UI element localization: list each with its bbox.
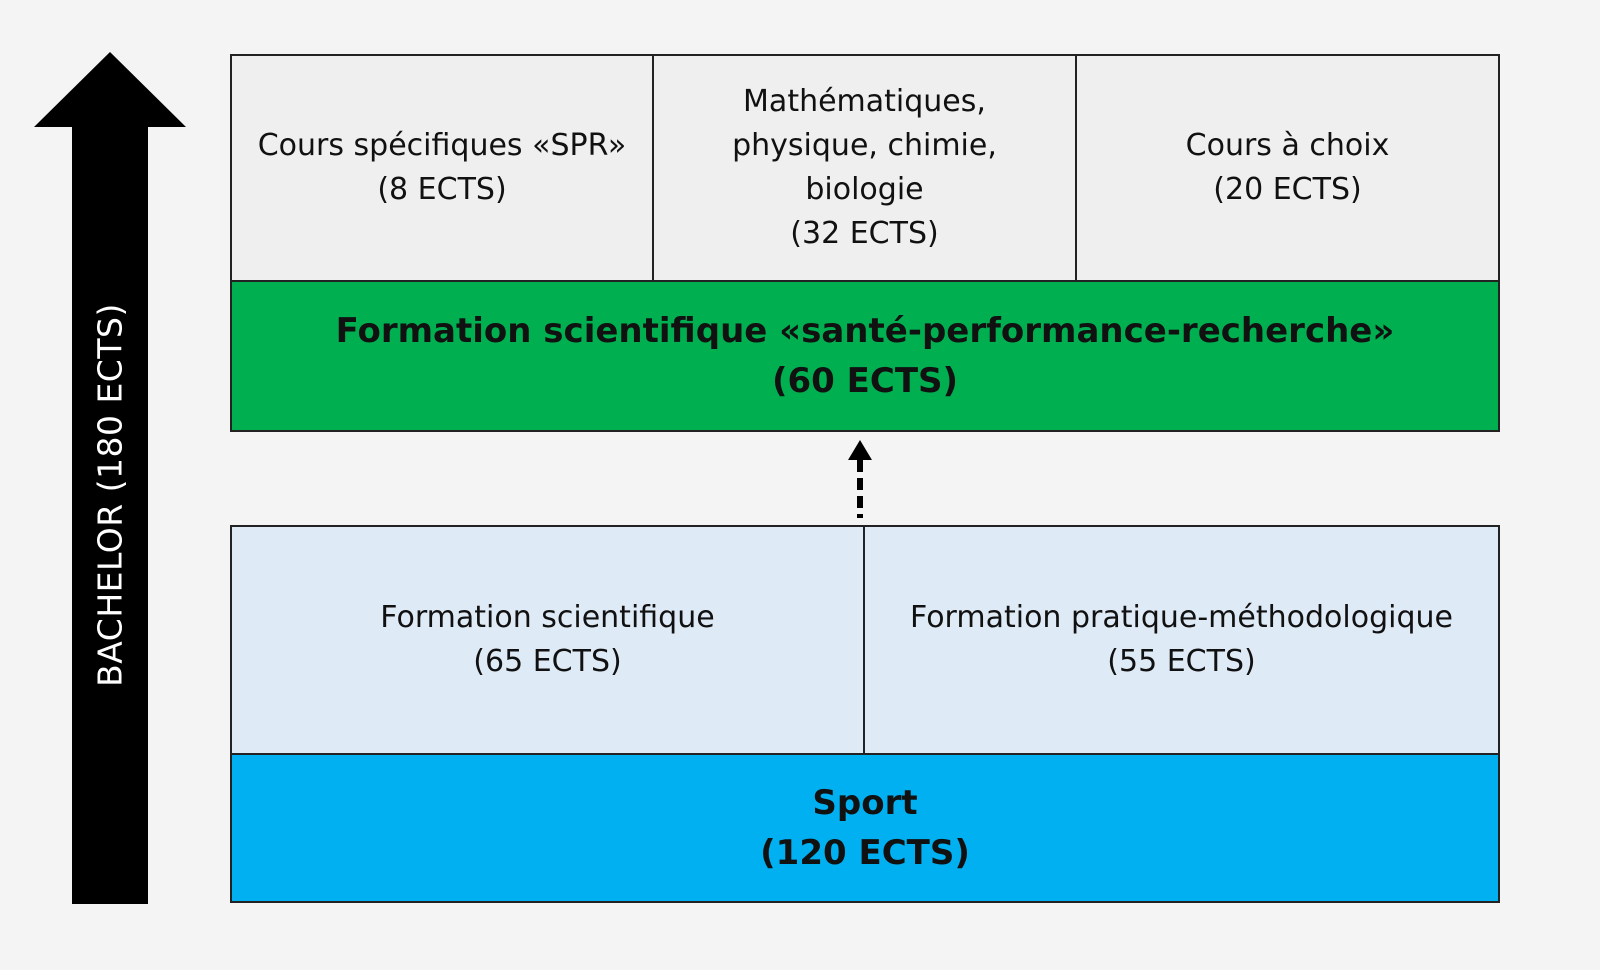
top-cell-spr-title: Cours spécifiques «SPR»: [257, 128, 627, 163]
bottom-cell-practice: Formation pratique-méthodologique (55 EC…: [863, 525, 1500, 755]
dashed-arrow-head: [848, 440, 872, 460]
top-cell-spr: Cours spécifiques «SPR» (8 ECTS): [230, 54, 654, 282]
bottom-cell-practice-credits: (55 ECTS): [1107, 644, 1256, 679]
top-band-spr: Formation scientifique «santé-performanc…: [230, 280, 1500, 432]
top-cell-sciences-line-3: biologie: [805, 172, 924, 207]
top-cell-electives-credits: (20 ECTS): [1213, 172, 1362, 207]
top-cell-sciences-line-1: Mathématiques,: [743, 84, 986, 119]
top-cell-sciences-line-2: physique, chimie,: [732, 128, 997, 163]
dashed-up-arrow: [848, 440, 872, 518]
top-band-title: Formation scientifique «santé-performanc…: [335, 311, 1395, 351]
bottom-cell-practice-title: Formation pratique-méthodologique: [910, 600, 1453, 635]
top-cell-sciences: Mathématiques, physique, chimie, biologi…: [652, 54, 1077, 282]
bottom-cell-science-credits: (65 ECTS): [473, 644, 622, 679]
top-cell-electives: Cours à choix (20 ECTS): [1075, 54, 1500, 282]
bachelor-up-arrow: [34, 52, 186, 904]
bottom-band-title: Sport: [812, 783, 918, 823]
top-cell-spr-credits: (8 ECTS): [377, 172, 507, 207]
bottom-cell-science: Formation scientifique (65 ECTS): [230, 525, 865, 755]
bachelor-label: BACHELOR (180 ECTS): [90, 303, 130, 687]
arrow-shape: [34, 52, 186, 904]
top-cell-electives-title: Cours à choix: [1185, 128, 1390, 163]
bottom-cell-science-title: Formation scientifique: [380, 600, 715, 635]
bottom-band-sport: Sport (120 ECTS): [230, 753, 1500, 903]
top-cell-sciences-credits: (32 ECTS): [790, 216, 939, 251]
top-band-credits: (60 ECTS): [771, 361, 959, 401]
bottom-band-credits: (120 ECTS): [760, 833, 970, 873]
